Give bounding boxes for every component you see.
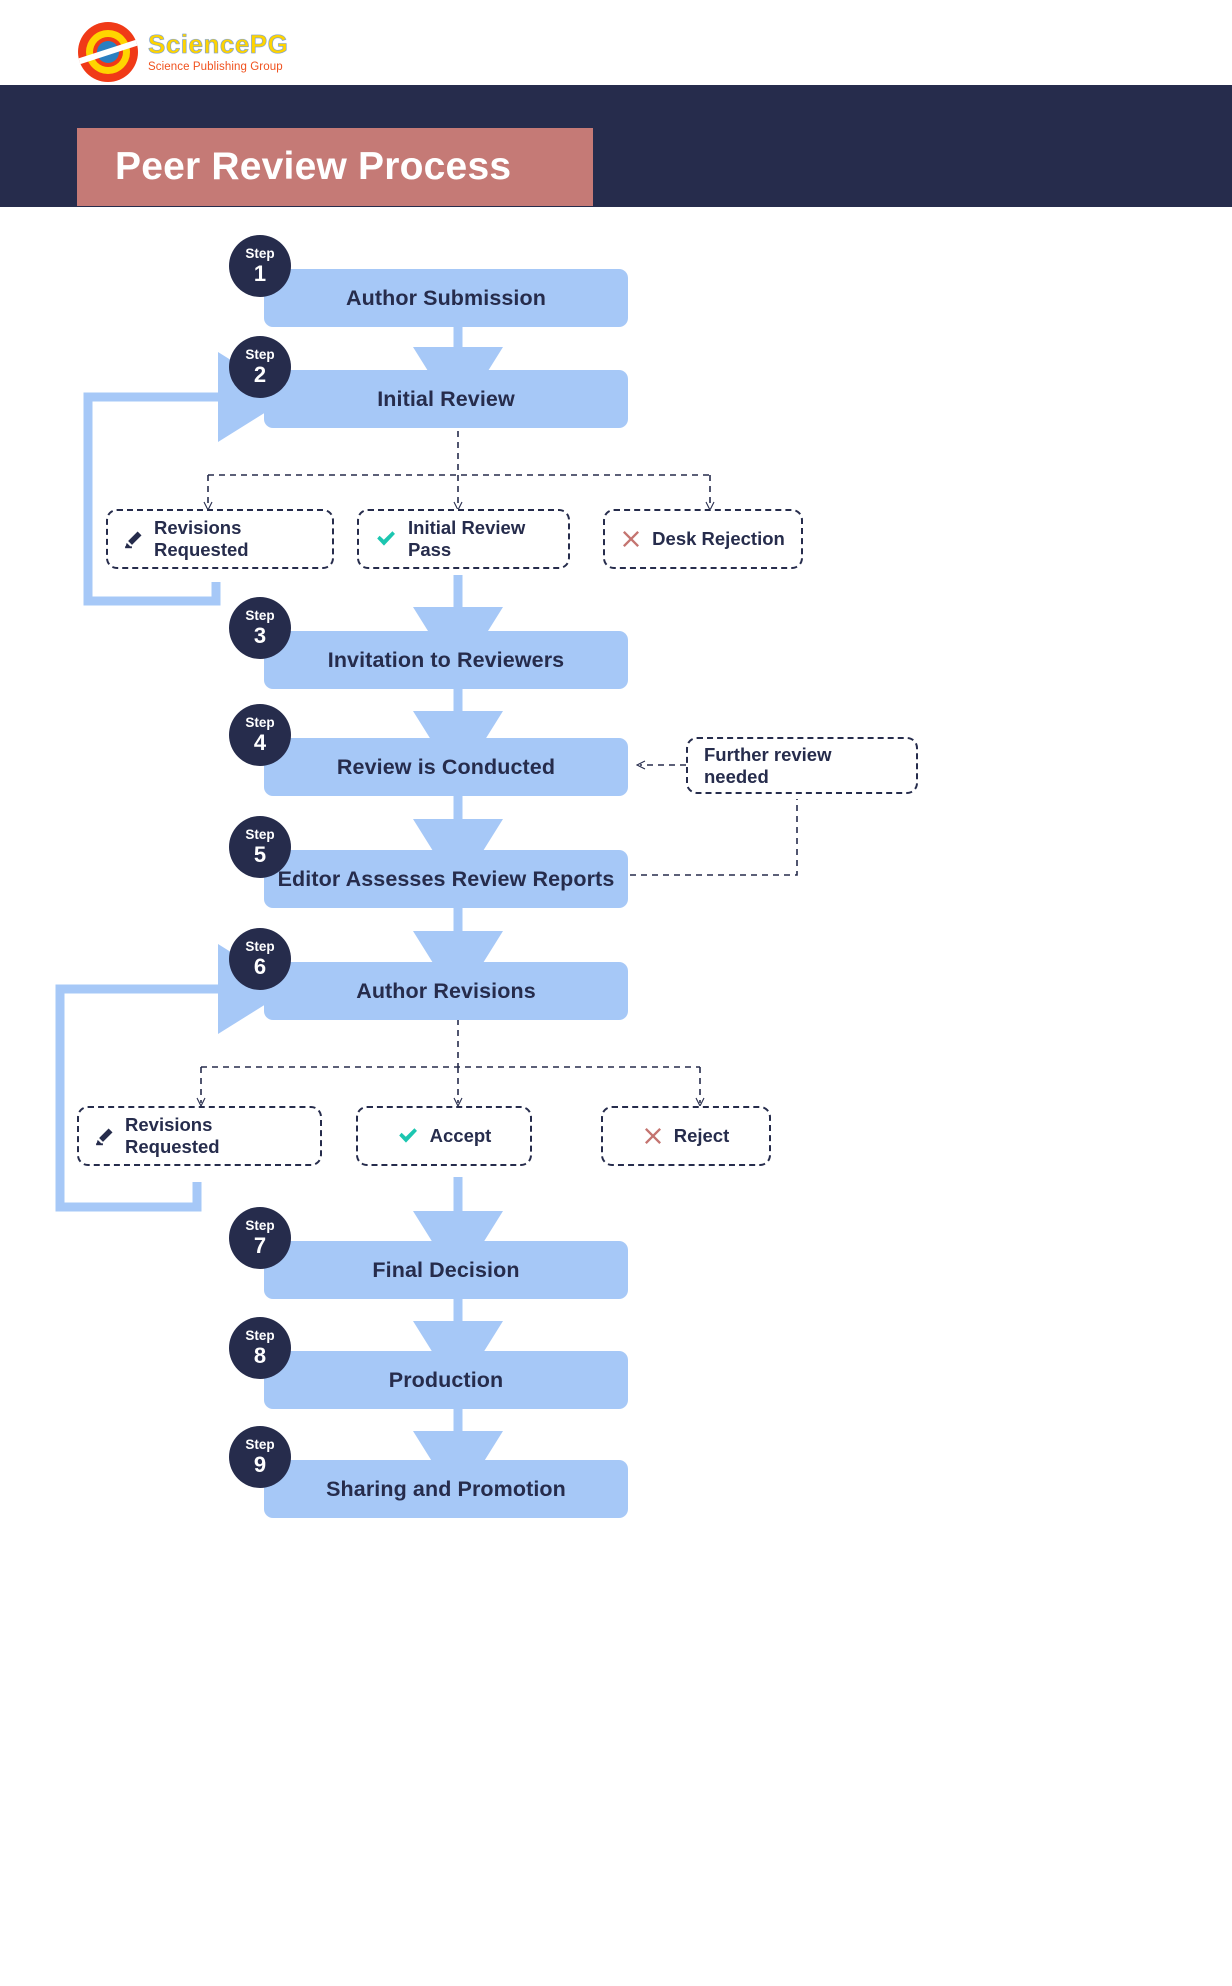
cross-icon xyxy=(643,1126,663,1146)
process-box-author-revisions[interactable]: Author Revisions xyxy=(264,962,628,1020)
process-box-label: Final Decision xyxy=(372,1257,520,1282)
process-box-final-decision[interactable]: Final Decision xyxy=(264,1241,628,1299)
process-box-label: Author Revisions xyxy=(356,978,536,1003)
decision-box-revisions-requested-2[interactable]: Revisions Requested xyxy=(77,1106,322,1166)
step-badge-9: Step 9 xyxy=(229,1426,291,1488)
flowchart-canvas: Step 1 Author Submission Step 2 Initial … xyxy=(0,207,1232,1986)
step-badge-label: Step xyxy=(245,1437,275,1453)
process-box-initial-review[interactable]: Initial Review xyxy=(264,370,628,428)
flow-connectors xyxy=(55,327,798,1503)
page-title-plate: Peer Review Process xyxy=(77,128,593,206)
brand-tagline: Science Publishing Group xyxy=(148,60,283,73)
decision-box-label: Desk Rejection xyxy=(652,528,785,549)
step-badge-4: Step 4 xyxy=(229,704,291,766)
process-box-label: Sharing and Promotion xyxy=(326,1476,566,1501)
step-badge-label: Step xyxy=(245,347,275,363)
decision-box-label: Reject xyxy=(673,1125,730,1146)
decision-box-label: Further review needed xyxy=(704,743,832,787)
process-box-label: Editor Assesses Review Reports xyxy=(277,866,615,891)
step-badge-3: Step 3 xyxy=(229,597,291,659)
process-box-review-is-conducted[interactable]: Review is Conducted xyxy=(264,738,628,796)
check-icon xyxy=(375,528,397,550)
decision-box-revisions-requested-1[interactable]: Revisions Requested xyxy=(106,509,334,569)
process-box-label: Production xyxy=(388,1367,504,1392)
step-badge-label: Step xyxy=(245,715,275,731)
step-badge-number: 7 xyxy=(253,1232,267,1258)
process-box-label: Review is Conducted xyxy=(336,754,556,779)
process-box-label: Initial Review xyxy=(377,386,515,411)
decision-box-reject[interactable]: Reject xyxy=(601,1106,771,1166)
step-badge-number: 9 xyxy=(253,1451,267,1477)
process-box-invitation-to-reviewers[interactable]: Invitation to Reviewers xyxy=(264,631,628,689)
cross-icon xyxy=(621,529,641,549)
brand-name: SciencePG xyxy=(148,28,289,59)
step-badge-label: Step xyxy=(245,246,275,262)
step-badge-label: Step xyxy=(245,1218,275,1234)
decision-box-label: Revisions Requested xyxy=(154,517,249,560)
step-badge-number: 4 xyxy=(253,729,267,755)
check-icon xyxy=(397,1125,419,1147)
process-box-editor-assesses-review-reports[interactable]: Editor Assesses Review Reports xyxy=(264,850,628,908)
step-badge-7: Step 7 xyxy=(229,1207,291,1269)
decision-box-initial-review-pass[interactable]: Initial Review Pass xyxy=(357,509,570,569)
decision-box-further-review-needed[interactable]: Further review needed xyxy=(686,737,918,794)
step-badge-8: Step 8 xyxy=(229,1317,291,1379)
step-badge-number: 1 xyxy=(253,260,267,286)
step-badge-label: Step xyxy=(245,827,275,843)
process-box-label: Invitation to Reviewers xyxy=(327,647,565,672)
step-badge-6: Step 6 xyxy=(229,928,291,990)
decision-box-label: Revisions Requested xyxy=(125,1114,220,1157)
step-badge-5: Step 5 xyxy=(229,816,291,878)
brand-logo[interactable]: SciencePG Science Publishing Group xyxy=(78,22,288,82)
step-badge-label: Step xyxy=(245,1328,275,1344)
step-badge-label: Step xyxy=(245,608,275,624)
step-badge-number: 3 xyxy=(253,622,267,648)
step-badge-1: Step 1 xyxy=(229,235,291,297)
step-badge-number: 2 xyxy=(253,361,267,387)
step-badge-number: 8 xyxy=(253,1342,267,1368)
decision-box-accept[interactable]: Accept xyxy=(356,1106,532,1166)
step-badge-2: Step 2 xyxy=(229,336,291,398)
page-title: Peer Review Process xyxy=(115,145,512,188)
process-box-label: Author Submission xyxy=(346,285,546,310)
process-box-production[interactable]: Production xyxy=(264,1351,628,1409)
decision-box-label: Accept xyxy=(429,1125,492,1146)
process-box-author-submission[interactable]: Author Submission xyxy=(264,269,628,327)
step-badge-number: 5 xyxy=(253,841,267,867)
step-badge-number: 6 xyxy=(253,953,267,979)
pencil-icon xyxy=(124,530,143,549)
process-box-sharing-and-promotion[interactable]: Sharing and Promotion xyxy=(264,1460,628,1518)
decision-box-desk-rejection[interactable]: Desk Rejection xyxy=(603,509,803,569)
sciencepg-circle-logo-icon xyxy=(78,22,138,82)
pencil-icon xyxy=(95,1127,114,1146)
step-badge-label: Step xyxy=(245,939,275,955)
decision-box-label: Initial Review Pass xyxy=(408,517,526,560)
